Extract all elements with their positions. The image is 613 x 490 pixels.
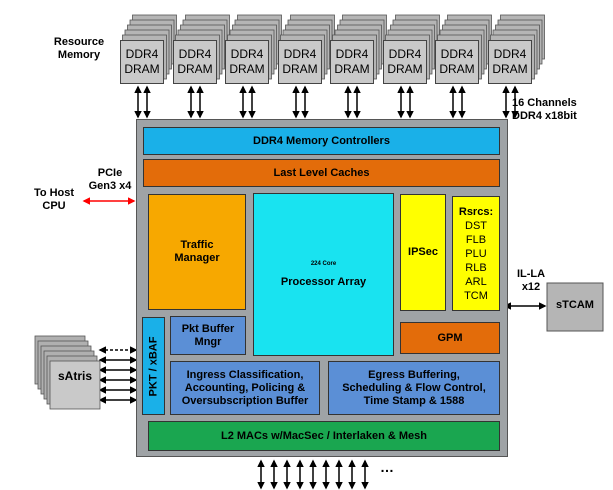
dram-chip-line2: DRAM: [492, 62, 528, 76]
rsrcs-item: RLB: [465, 261, 487, 274]
illa-label-line2: x12: [521, 281, 541, 293]
dram-chip-line1: DDR4: [125, 47, 159, 61]
dram-chip-line1: DDR4: [178, 47, 212, 61]
dram-chip-line2: DRAM: [177, 62, 213, 76]
illa-label: IL-LA x12: [509, 268, 553, 294]
io-ellipsis: …: [380, 459, 394, 475]
dram-chip-line2: DRAM: [387, 62, 423, 76]
to-host-label-line1: To Host: [33, 187, 75, 199]
dram-chip-line1: DDR4: [335, 47, 369, 61]
processor-array-text: Processor Array: [280, 276, 367, 288]
satris-layer: [49, 360, 101, 410]
traffic-manager-block: Traffic Manager: [148, 194, 246, 310]
dram-arrows: [134, 85, 519, 119]
satris-arrows: [98, 346, 138, 404]
ingress-block: Ingress Classification, Accounting, Poli…: [170, 361, 320, 415]
pcie-label: PCIe Gen3 x4: [80, 167, 140, 193]
traffic-manager-line1: Traffic: [180, 239, 214, 251]
pkt-buffer-line2: Mngr: [194, 335, 222, 348]
pkt-xbaf-block: PKT / xBAF: [142, 317, 165, 415]
dram-chip-line2: DRAM: [229, 62, 265, 76]
dram-chip-line1: DDR4: [493, 47, 527, 61]
dram-chip-line2: DRAM: [334, 62, 370, 76]
dram-chip-line2: DRAM: [282, 62, 318, 76]
core-count-text: 224 Core: [310, 261, 337, 267]
channels-label-line2: DDR4 x18bit: [512, 110, 577, 122]
memory-controllers-block: DDR4 Memory Controllers: [143, 127, 500, 155]
stcam-label: sTCAM: [556, 299, 594, 311]
egress-block: Egress Buffering, Scheduling & Flow Cont…: [328, 361, 500, 415]
rsrcs-item: DST: [465, 219, 487, 232]
ingress-line1: Ingress Classification,: [186, 368, 304, 381]
resource-memory-label-line2: Memory: [57, 49, 101, 61]
egress-line3: Time Stamp & 1588: [363, 394, 465, 407]
processor-array-block: 224 Core Processor Array: [253, 193, 394, 356]
dram-chip-line1: DDR4: [283, 47, 317, 61]
ingress-line3: Oversubscription Buffer: [181, 394, 309, 407]
dram-chip-line2: DRAM: [439, 62, 475, 76]
traffic-manager-line2: Manager: [174, 252, 220, 264]
pkt-xbaf-text: PKT / xBAF: [147, 336, 159, 396]
stcam-rect: [546, 282, 604, 332]
rsrcs-item: ARL: [465, 275, 487, 288]
satris-stack: [34, 335, 101, 410]
gpm-text: GPM: [437, 331, 463, 344]
dram-chip-line2: DRAM: [124, 62, 160, 76]
ipsec-block: IPSec: [400, 194, 446, 311]
pcie-label-line1: PCIe: [97, 167, 123, 179]
pkt-buffer-line1: Pkt Buffer: [181, 322, 235, 335]
resource-memory-label-line1: Resource: [53, 36, 105, 48]
dram-chip-line1: DDR4: [230, 47, 264, 61]
egress-line1: Egress Buffering,: [368, 368, 460, 381]
rsrcs-item: TCM: [464, 289, 488, 302]
dram-chip-line1: DDR4: [388, 47, 422, 61]
rsrcs-title: Rsrcs:: [458, 205, 494, 218]
last-level-caches-block: Last Level Caches: [143, 159, 500, 187]
ipsec-text: IPSec: [408, 246, 438, 258]
last-level-caches-text: Last Level Caches: [273, 166, 370, 179]
egress-line2: Scheduling & Flow Control,: [342, 381, 486, 394]
bottom-io-arrows: [257, 459, 369, 490]
to-host-label-line2: CPU: [42, 200, 66, 212]
pkt-buffer-block: Pkt Buffer Mngr: [170, 316, 246, 355]
dram-chip-line1: DDR4: [440, 47, 474, 61]
rsrcs-item: FLB: [465, 233, 487, 246]
l2-macs-text: L2 MACs w/MacSec / Interlaken & Mesh: [220, 429, 427, 442]
gpm-block: GPM: [400, 322, 500, 354]
satris-label: sAtris: [57, 369, 92, 383]
pcie-label-line2: Gen3 x4: [88, 180, 132, 192]
channels-label-line1: 16 Channels: [512, 97, 577, 109]
ingress-line2: Accounting, Policing &: [184, 381, 306, 394]
illa-label-line1: IL-LA: [516, 268, 546, 280]
channels-label: 16 Channels DDR4 x18bit: [512, 97, 612, 123]
l2-macs-block: L2 MACs w/MacSec / Interlaken & Mesh: [148, 421, 500, 451]
memory-controllers-text: DDR4 Memory Controllers: [253, 134, 390, 147]
rsrcs-block: Rsrcs: DST FLB PLU RLB ARL TCM: [452, 196, 500, 311]
to-host-label: To Host CPU: [28, 187, 80, 213]
rsrcs-item: PLU: [465, 247, 487, 260]
stcam-box: [546, 282, 604, 332]
resource-memory-label: Resource Memory: [48, 36, 110, 62]
